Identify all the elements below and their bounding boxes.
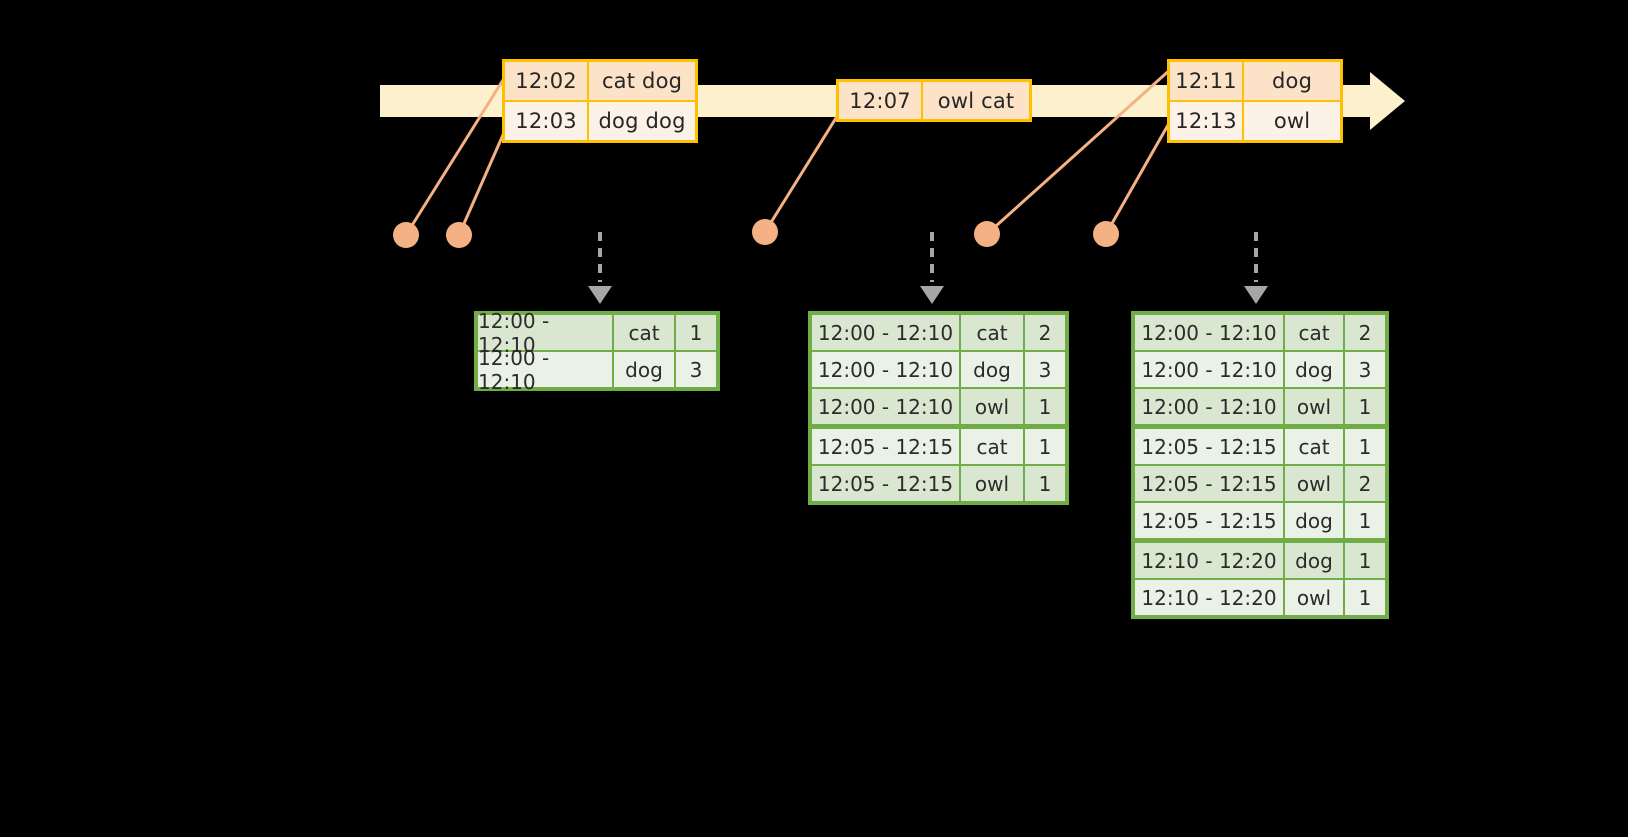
window-cell: 12:05 - 12:15 xyxy=(1135,429,1283,464)
window-cell: 12:10 - 12:20 xyxy=(1135,580,1283,615)
timeline-event-row: 12:02 cat dog xyxy=(505,62,695,100)
timeline-event-row: 12:07 owl cat xyxy=(839,82,1029,119)
count-cell: 1 xyxy=(1025,389,1065,424)
window-cell: 12:05 - 12:15 xyxy=(812,429,959,464)
count-cell: 1 xyxy=(1345,543,1385,578)
connector-1207 xyxy=(763,109,843,233)
key-cell: cat xyxy=(614,315,674,350)
dot-1207 xyxy=(752,219,778,245)
count-cell: 1 xyxy=(1025,466,1065,501)
event-value: owl xyxy=(1244,102,1340,140)
connector-1211 xyxy=(985,66,1174,236)
key-cell: owl xyxy=(961,389,1023,424)
key-cell: dog xyxy=(1285,352,1343,387)
timeline-event-box-3: 12:11 dog 12:13 owl xyxy=(1167,59,1343,143)
connector-1213 xyxy=(1104,117,1174,235)
count-cell: 3 xyxy=(1025,352,1065,387)
key-cell: dog xyxy=(614,352,674,387)
down-arrow-table-2 xyxy=(920,232,944,304)
count-cell: 2 xyxy=(1025,315,1065,350)
event-value: cat dog xyxy=(589,62,695,100)
connector-1203 xyxy=(457,127,508,236)
down-arrow-head-icon xyxy=(1244,286,1268,304)
count-cell: 1 xyxy=(1345,389,1385,424)
window-cell: 12:05 - 12:15 xyxy=(1135,466,1283,501)
window-cell: 12:00 - 12:10 xyxy=(812,389,959,424)
timeline-arrow-head xyxy=(1370,72,1405,130)
event-time: 12:03 xyxy=(505,102,590,140)
count-cell: 1 xyxy=(1345,580,1385,615)
window-cell: 12:00 - 12:10 xyxy=(1135,389,1283,424)
key-cell: dog xyxy=(961,352,1023,387)
down-arrow-table-3 xyxy=(1244,232,1268,304)
count-cell: 1 xyxy=(1345,429,1385,464)
event-value: dog dog xyxy=(589,102,695,140)
key-cell: owl xyxy=(961,466,1023,501)
count-cell: 3 xyxy=(676,352,716,387)
down-arrow-table-1 xyxy=(588,232,612,304)
event-time: 12:11 xyxy=(1170,62,1245,100)
key-cell: owl xyxy=(1285,466,1343,501)
window-cell: 12:00 - 12:10 xyxy=(1135,352,1283,387)
key-cell: cat xyxy=(1285,315,1343,350)
window-cell: 12:00 - 12:10 xyxy=(1135,315,1283,350)
timeline-event-row: 12:03 dog dog xyxy=(505,100,695,140)
down-arrow-head-icon xyxy=(588,286,612,304)
down-arrow-head-icon xyxy=(920,286,944,304)
key-cell: dog xyxy=(1285,503,1343,538)
key-cell: cat xyxy=(961,429,1023,464)
timeline-event-row: 12:11 dog xyxy=(1170,62,1340,100)
count-cell: 1 xyxy=(676,315,716,350)
dot-1211 xyxy=(974,221,1000,247)
event-value: dog xyxy=(1244,62,1340,100)
count-cell: 1 xyxy=(1025,429,1065,464)
event-time: 12:07 xyxy=(839,82,924,119)
window-cell: 12:10 - 12:20 xyxy=(1135,543,1283,578)
timeline-event-box-2: 12:07 owl cat xyxy=(836,79,1032,122)
key-cell: owl xyxy=(1285,389,1343,424)
timeline-event-row: 12:13 owl xyxy=(1170,100,1340,140)
window-cell: 12:00 - 12:10 xyxy=(812,315,959,350)
event-value: owl cat xyxy=(923,82,1029,119)
count-cell: 1 xyxy=(1345,503,1385,538)
window-cell: 12:00 - 12:10 xyxy=(478,309,612,357)
connector-1202 xyxy=(404,71,510,236)
event-time: 12:02 xyxy=(505,62,590,100)
count-cell: 3 xyxy=(1345,352,1385,387)
window-cell: 12:05 - 12:15 xyxy=(1135,503,1283,538)
count-cell: 2 xyxy=(1345,315,1385,350)
dot-1203 xyxy=(446,222,472,248)
timeline-event-box-1: 12:02 cat dog 12:03 dog dog xyxy=(502,59,698,143)
dot-1213 xyxy=(1093,221,1119,247)
key-cell: cat xyxy=(1285,429,1343,464)
count-cell: 2 xyxy=(1345,466,1385,501)
key-cell: dog xyxy=(1285,543,1343,578)
key-cell: cat xyxy=(961,315,1023,350)
window-cell: 12:00 - 12:10 xyxy=(812,352,959,387)
event-time: 12:13 xyxy=(1170,102,1245,140)
window-cell: 12:05 - 12:15 xyxy=(812,466,959,501)
window-cell: 12:00 - 12:10 xyxy=(478,346,612,394)
dot-1202 xyxy=(393,222,419,248)
key-cell: owl xyxy=(1285,580,1343,615)
